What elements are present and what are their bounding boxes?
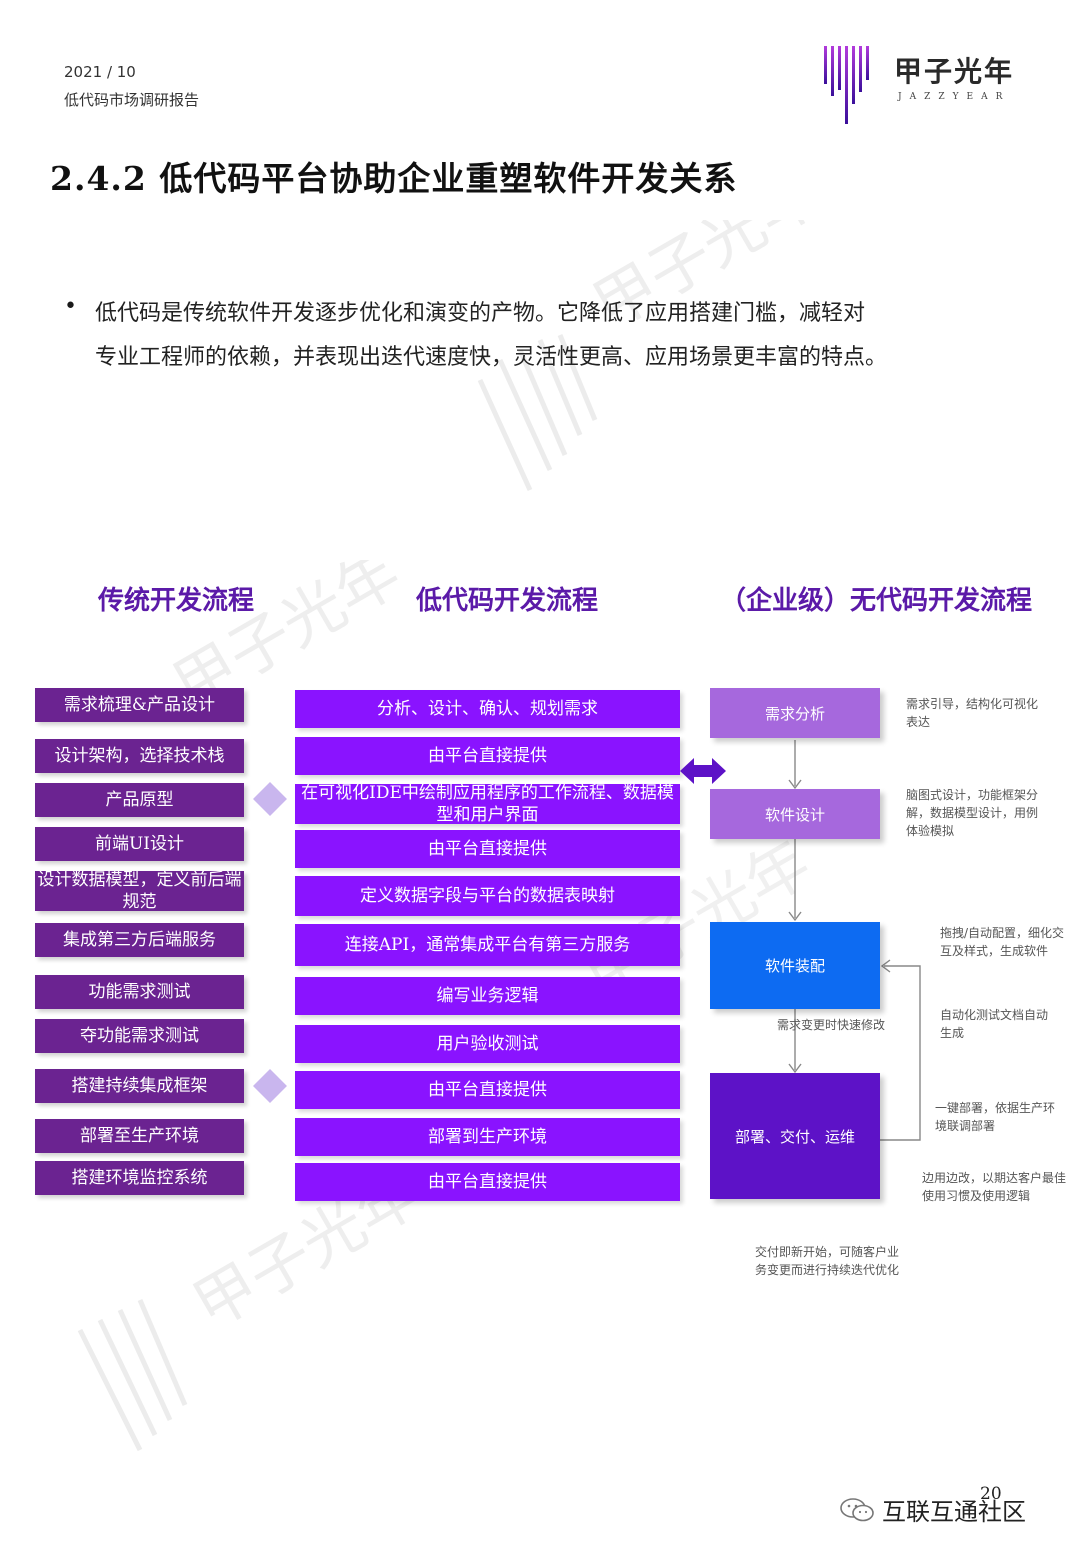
traditional-step: 设计架构，选择技术栈 xyxy=(35,739,244,773)
heading-lowcode: 低代码开发流程 xyxy=(416,586,599,616)
paragraph-line: 低代码是传统软件开发逐步优化和演变的产物。它降低了应用搭建门槛，减轻对 xyxy=(95,301,866,326)
lowcode-step: 由平台直接提供 xyxy=(295,830,680,868)
note-analysis: 需求引导，结构化可视化表达 xyxy=(906,697,1039,729)
lowcode-step: 由平台直接提供 xyxy=(295,1071,680,1109)
page-title: 2.4.2 低代码平台协助企业重塑软件开发关系 xyxy=(50,159,738,198)
lowcode-step: 由平台直接提供 xyxy=(295,1163,680,1201)
heading-nocode: （企业级）无代码开发流程 xyxy=(720,586,1033,616)
lowcode-step: 连接API，通常集成平台有第三方服务 xyxy=(295,924,680,966)
logo-en-text: JAZZYEAR xyxy=(898,92,1011,102)
note-iterate: 边用边改，以期达客户最佳使用习惯及使用逻辑 xyxy=(922,1171,1067,1203)
jazzyear-logo: 甲子光年 JAZZYEAR xyxy=(822,42,1022,126)
footer-brand: 互联互通社区 xyxy=(840,1492,1026,1527)
svg-text:甲子光年: 甲子光年 xyxy=(181,1180,432,1343)
page-number: 20 xyxy=(980,1484,1002,1504)
double-arrow-icon xyxy=(680,758,726,784)
traditional-step: 设计数据模型，定义前后端规范 xyxy=(35,870,244,912)
nocode-step: 软件设计 xyxy=(710,789,880,839)
note-delivery: 交付即新开始，可随客户业务变更而进行持续迭代优化 xyxy=(755,1245,900,1277)
wechat-icon xyxy=(840,1497,874,1521)
lowcode-step: 定义数据字段与平台的数据表映射 xyxy=(295,876,680,916)
traditional-step: 功能需求测试 xyxy=(35,975,244,1009)
watermark-logo: 甲子光年 xyxy=(77,1180,432,1452)
nocode-flow-connectors xyxy=(788,740,921,1141)
lowcode-step: 在可视化IDE中绘制应用程序的工作流程、数据模型和用户界面 xyxy=(295,783,680,825)
logo-cn-text: 甲子光年 xyxy=(894,55,1015,88)
lowcode-step: 编写业务逻辑 xyxy=(295,977,680,1015)
heading-traditional: 传统开发流程 xyxy=(98,586,255,616)
nocode-step: 需求分析 xyxy=(710,688,880,738)
paragraph-line: 专业工程师的依赖，并表现出迭代速度快，灵活性更高、应用场景更丰富的特点。 xyxy=(95,345,888,370)
note-deploy: 一键部署，依据生产环境联调部署 xyxy=(935,1101,1056,1133)
traditional-step: 部署至生产环境 xyxy=(35,1119,244,1153)
bullet-marker: • xyxy=(64,294,77,319)
bullet-paragraph: 低代码是传统软件开发逐步优化和演变的产物。它降低了应用搭建门槛，减轻对 专业工程… xyxy=(95,292,995,380)
lowcode-step: 分析、设计、确认、规划需求 xyxy=(295,690,680,728)
traditional-step: 夺功能需求测试 xyxy=(35,1019,244,1053)
lowcode-step: 由平台直接提供 xyxy=(295,737,680,775)
diamond-marker-icon xyxy=(253,1069,287,1103)
traditional-step: 需求梳理&产品设计 xyxy=(35,688,244,722)
lowcode-step: 部署到生产环境 xyxy=(295,1118,680,1156)
traditional-step: 产品原型 xyxy=(35,783,244,817)
report-name: 低代码市场调研报告 xyxy=(64,91,200,109)
traditional-step: 集成第三方后端服务 xyxy=(35,923,244,957)
traditional-step: 搭建环境监控系统 xyxy=(35,1161,244,1195)
note-design: 脑图式设计，功能框架分解，数据模型设计，用例体验模拟 xyxy=(906,788,1039,838)
report-date: 2021 / 10 xyxy=(64,63,136,81)
nocode-step: 部署、交付、运维 xyxy=(710,1073,880,1199)
footer-brand-text: 互联互通社区 xyxy=(882,1498,1026,1526)
traditional-step: 搭建持续集成框架 xyxy=(35,1069,244,1103)
nocode-step: 软件装配 xyxy=(710,922,880,1009)
traditional-step: 前端UI设计 xyxy=(35,827,244,861)
logo-bars-icon xyxy=(824,46,869,124)
note-testing: 自动化测试文档自动生成 xyxy=(940,1008,1049,1040)
diamond-marker-icon xyxy=(253,782,287,816)
note-assembly: 拖拽/自动配置，细化交互及样式，生成软件 xyxy=(940,926,1065,958)
lowcode-step: 用户验收测试 xyxy=(295,1025,680,1063)
note-feedback: 需求变更时快速修改 xyxy=(777,1018,886,1032)
